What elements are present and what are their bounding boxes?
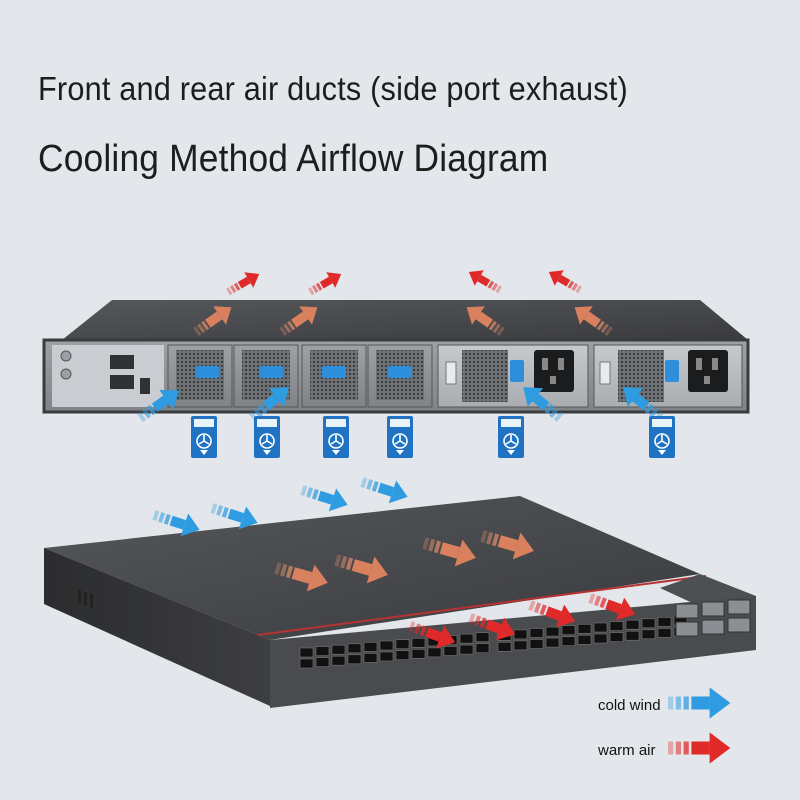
air-in-tags <box>190 415 676 459</box>
legend-cold-label: cold wind <box>598 697 661 714</box>
console-port <box>140 378 150 394</box>
air-in-fan-tag-icon <box>190 415 218 459</box>
diagram-title: Cooling Method Airflow Diagram <box>38 138 549 180</box>
air-in-fan-tag-icon <box>322 415 350 459</box>
air-in-fan-tag-icon <box>253 415 281 459</box>
air-in-fan-tag-icon <box>648 415 676 459</box>
fan-module-1 <box>167 344 233 408</box>
cold-wind-arrow <box>358 470 412 509</box>
side-vent <box>78 590 93 608</box>
rear-panel-device <box>42 300 750 414</box>
fan-module-4 <box>367 344 433 408</box>
top-divider-line <box>249 575 707 637</box>
power-supply-1 <box>437 344 589 408</box>
warm-air-arrow <box>305 266 346 300</box>
warm-air-arrow <box>223 266 264 300</box>
power-socket-icon <box>688 350 728 392</box>
usb-port <box>110 355 134 369</box>
air-in-fan-tag-icon <box>497 415 525 459</box>
legend-cold-arrow <box>668 687 731 719</box>
diagram-subtitle: Front and rear air ducts (side port exha… <box>38 70 628 107</box>
sfp-uplink-ports <box>675 599 751 637</box>
front-device-side <box>44 548 270 706</box>
legend-warm-label: warm air <box>598 742 656 759</box>
power-socket-icon <box>534 350 574 392</box>
screw-icon <box>60 368 72 380</box>
fan-module-3 <box>301 344 367 408</box>
legend-warm-arrow <box>668 732 731 764</box>
usb-port <box>110 375 134 389</box>
rear-device-top <box>62 300 748 340</box>
fan-module-2 <box>233 344 299 408</box>
warm-air-arrow <box>464 264 505 298</box>
rear-hot-air-arrows <box>223 264 585 300</box>
warm-air-arrow <box>544 264 585 298</box>
ground-screw-icon <box>60 350 72 362</box>
air-in-fan-tag-icon <box>386 415 414 459</box>
power-supply-2 <box>593 344 743 408</box>
front-view-device <box>44 496 756 708</box>
cold-wind-arrow <box>298 478 352 517</box>
